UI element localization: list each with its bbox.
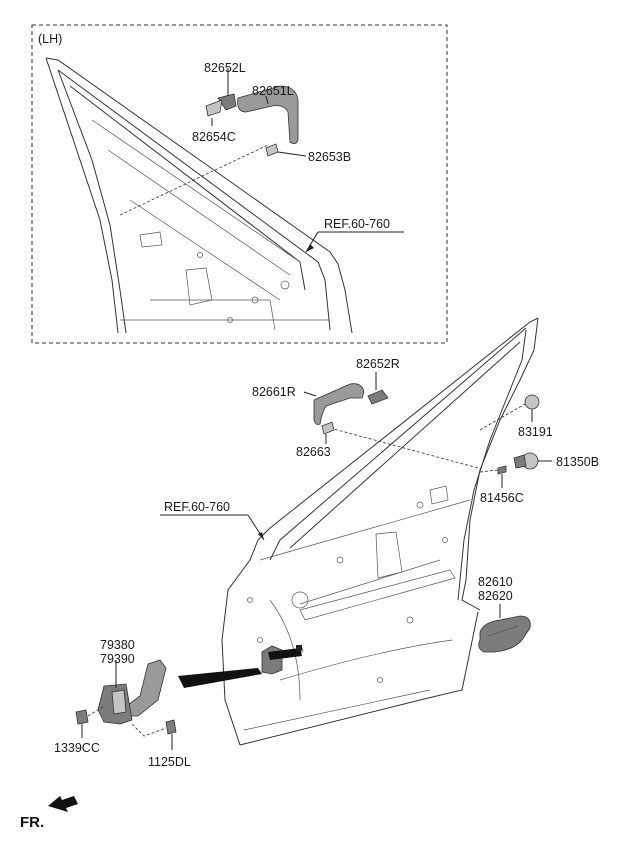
arrow-left-icon [48, 796, 78, 812]
rh-door-frame [221, 317, 539, 746]
front-direction-indicator: FR. [20, 796, 78, 831]
outside-handle-lh-icon [237, 85, 299, 144]
ref-label-main: REF.60-760 [164, 500, 230, 514]
cover-lh-icon [205, 99, 223, 117]
lh-inset: (LH) [31, 24, 448, 344]
screw-81456C-icon [497, 465, 507, 475]
gasket-lh-icon [265, 143, 279, 157]
label-82652L: 82652L [204, 61, 246, 75]
label-79380: 79380 [100, 638, 135, 652]
inside-handle-icon [478, 615, 531, 653]
handle-cap-rh-icon [367, 389, 389, 405]
plug-83191-icon [524, 394, 540, 410]
label-1125DL: 1125DL [148, 755, 191, 769]
checker-arm-icon [123, 659, 167, 717]
door-checker-assembly: 79380 79390 1339CC 1125DL [54, 638, 302, 769]
label-82620: 82620 [478, 589, 513, 603]
inset-title: (LH) [38, 32, 62, 46]
label-82653B: 82653B [308, 150, 351, 164]
checker-pin-icon [296, 645, 302, 651]
checker-plate-icon [111, 689, 127, 715]
label-79390: 79390 [100, 652, 135, 666]
bolt-1339CC-icon [75, 709, 89, 725]
label-82610: 82610 [478, 575, 513, 589]
checker-mount-icon [261, 645, 283, 675]
bolt-1125DL-icon [165, 719, 177, 735]
checker-pointer-arrow-icon [178, 668, 262, 688]
label-82663: 82663 [296, 445, 331, 459]
label-83191: 83191 [518, 425, 553, 439]
label-82654C: 82654C [192, 130, 236, 144]
label-82661R: 82661R [252, 385, 296, 399]
front-label: FR. [20, 814, 44, 831]
ref-label-inset: REF.60-760 [324, 217, 390, 231]
outside-handle-rh-icon [313, 383, 365, 425]
label-82652R: 82652R [356, 357, 400, 371]
gasket-rh-icon [321, 421, 335, 435]
inset-border [31, 24, 448, 344]
handle-cap-lh-icon [217, 93, 237, 111]
label-81350B: 81350B [556, 455, 599, 469]
label-82651L: 82651L [252, 84, 294, 98]
cylinder-body-icon [513, 454, 527, 469]
label-81456C: 81456C [480, 491, 524, 505]
label-1339CC: 1339CC [54, 741, 100, 755]
lh-door-frame [45, 57, 353, 334]
checker-bar-icon [268, 648, 302, 660]
